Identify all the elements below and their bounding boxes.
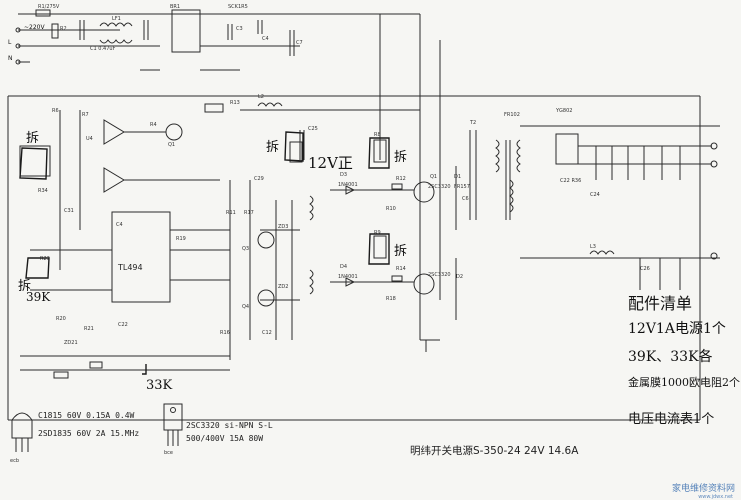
svg-text:C3: C3	[236, 26, 243, 32]
svg-text:R12: R12	[396, 176, 406, 182]
handwritten-marks	[19, 131, 390, 375]
svg-text:SCK1R5: SCK1R5	[228, 4, 248, 10]
svg-text:R4: R4	[150, 122, 157, 128]
svg-text:Q1: Q1	[430, 174, 437, 180]
svg-text:FR157: FR157	[454, 184, 470, 190]
q2-label: 2SC3320	[428, 272, 451, 278]
svg-text:C24: C24	[590, 192, 600, 198]
svg-text:L3: L3	[590, 244, 596, 250]
bridge-label: BR1	[170, 4, 180, 10]
hand-mark-remove-1: 拆	[26, 131, 40, 146]
svg-text:D3: D3	[340, 172, 347, 178]
svg-text:C7: C7	[296, 40, 303, 46]
hand-mark-remove-3: 拆	[394, 150, 408, 165]
chip-label: TL494	[117, 263, 143, 272]
pinout-icons: ecb bce	[10, 403, 183, 464]
svg-text:C22: C22	[118, 322, 128, 328]
watermark: 家电维修资料网	[671, 484, 735, 494]
svg-text:R34: R34	[38, 188, 48, 194]
svg-text:R13: R13	[230, 100, 240, 106]
q1-label: 2SC3320	[428, 184, 451, 190]
svg-text:FR102: FR102	[504, 112, 520, 118]
svg-text:R21: R21	[84, 326, 94, 332]
svg-text:D2: D2	[456, 274, 463, 280]
output-section: YG802 C22 R36 C24 FR102 L3 C26	[504, 108, 720, 290]
svg-text:R6: R6	[52, 108, 59, 114]
diode-label: YG802	[555, 108, 572, 114]
output-diode	[555, 133, 579, 165]
svg-text:LF1: LF1	[112, 16, 121, 22]
svg-text:R18: R18	[386, 296, 396, 302]
watermark-url: www.jdwx.net	[698, 494, 733, 500]
power-stage: R8 R9 D3 1N4001 R12 Q1 2SC3320 2SC3320 D…	[289, 120, 521, 352]
parts-list-line-4: 电压电流表1个	[628, 412, 715, 427]
parts-list-title: 配件清单	[628, 294, 693, 313]
hand-mark-remove-2: 拆	[266, 140, 280, 155]
svg-text:1N4001: 1N4001	[338, 274, 358, 280]
svg-text:R17: R17	[244, 210, 254, 216]
svg-text:R7: R7	[82, 112, 89, 118]
to220-pins: bce	[164, 450, 173, 456]
parts-list-line-1: 12V1A电源1个	[628, 321, 726, 337]
svg-text:ZD2: ZD2	[278, 284, 288, 290]
ac-n-label: N	[8, 55, 13, 62]
hand-note-12v: 12V正	[308, 154, 353, 172]
svg-text:C29: C29	[254, 176, 264, 182]
svg-text:C1 0.47uF: C1 0.47uF	[90, 46, 116, 52]
svg-text:ZD3: ZD3	[278, 224, 288, 230]
ac-input-label: ~220V	[24, 24, 45, 31]
legend-2sc3320-type: 2SC3320 si-NPN S-L	[186, 421, 273, 430]
svg-text:D1: D1	[454, 174, 461, 180]
svg-text:R16: R16	[220, 330, 230, 336]
svg-text:R19: R19	[176, 236, 186, 242]
svg-text:T2: T2	[469, 120, 476, 126]
svg-text:R11: R11	[226, 210, 236, 216]
bridge-rectifier	[171, 9, 201, 53]
svg-text:C25: C25	[308, 126, 318, 132]
hand-mark-remove-5: 拆	[18, 279, 32, 294]
svg-text:Q3: Q3	[242, 246, 249, 252]
svg-text:R2: R2	[60, 26, 67, 32]
svg-text:R20: R20	[56, 316, 66, 322]
primary-rails	[7, 14, 701, 421]
svg-text:C26: C26	[640, 266, 650, 272]
svg-text:C31: C31	[64, 208, 74, 214]
svg-text:R1/275V: R1/275V	[38, 4, 60, 10]
svg-text:Q4: Q4	[242, 304, 249, 310]
to92-icon	[11, 412, 33, 439]
legend-2sc3320-rating: 500/400V 15A 80W	[186, 434, 264, 443]
svg-text:C4: C4	[262, 36, 269, 42]
svg-text:1N4001: 1N4001	[338, 182, 358, 188]
hand-note-39k: 39K	[26, 290, 51, 304]
svg-text:R14: R14	[396, 266, 406, 272]
parts-list-line-3: 金属膜1000欧电阻2个	[628, 376, 740, 389]
svg-text:D4: D4	[340, 264, 347, 270]
control-section: TL494 R6 R7 U4 R4 Q1 R34 C31 C4 R19 R23 …	[19, 108, 231, 379]
to92-pins: ecb	[10, 458, 19, 464]
hand-note-33k: 33K	[146, 378, 173, 393]
parts-list-line-2: 39K、33K各	[628, 349, 713, 365]
svg-text:C4: C4	[116, 222, 123, 228]
svg-text:Q1: Q1	[168, 142, 175, 148]
hand-mark-remove-4: 拆	[394, 244, 408, 259]
tl494-chip	[111, 211, 171, 303]
svg-text:C22 R36: C22 R36	[560, 178, 581, 184]
svg-text:ZD21: ZD21	[64, 340, 78, 346]
legend-2sd1835: 2SD1835 60V 2A 15.MHz	[38, 429, 140, 438]
svg-text:C6: C6	[462, 196, 469, 202]
svg-text:U4: U4	[86, 136, 93, 142]
svg-text:R10: R10	[386, 206, 396, 212]
svg-text:R9: R9	[374, 230, 381, 236]
svg-text:R8: R8	[374, 132, 381, 138]
svg-text:L2: L2	[258, 94, 264, 100]
svg-text:C12: C12	[262, 330, 272, 336]
schematic-title: 明纬开关电源S-350-24 24V 14.6A	[410, 445, 579, 457]
input-section: BR1 R1/275V R2 C1 0.47uF LF1 C3 C4 C7 SC…	[15, 4, 420, 71]
svg-text:R23: R23	[40, 256, 50, 262]
legend-c1815: C1815 60V 0.15A 0.4W	[38, 411, 135, 420]
driver-section: R13 L2 C25 C29 R11 R17 Q3 Q4 ZD3 ZD2 R16…	[204, 94, 420, 340]
ac-l-label: L	[8, 39, 12, 46]
